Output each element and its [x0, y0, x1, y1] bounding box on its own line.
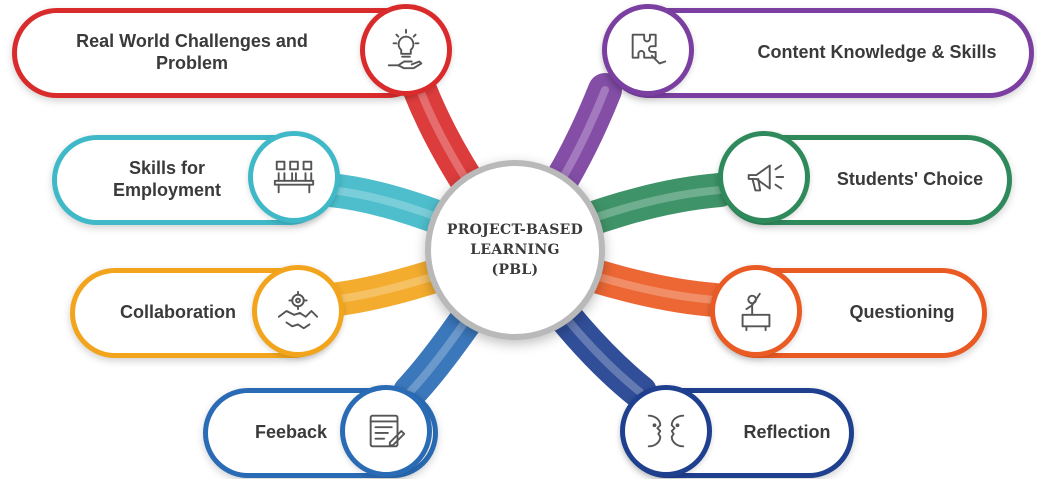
facing-faces-icon: [620, 385, 712, 477]
node-label-questioning: Questioning: [849, 302, 955, 323]
megaphone-icon: [718, 131, 810, 223]
hub-title: PROJECT-BASED LEARNING (PBL): [446, 221, 584, 279]
node-real-world: Real World Challenges and Problem: [12, 8, 432, 98]
lightbulb-hand-icon: [360, 4, 452, 96]
hub-circle: PROJECT-BASED LEARNING (PBL): [425, 160, 605, 340]
node-label-content-knowledge: Content Knowledge & Skills: [757, 42, 997, 63]
team-meeting-icon: [248, 131, 340, 223]
raised-hand-student-icon: [710, 265, 802, 357]
node-label-skills-employment: Skills for Employment: [112, 158, 222, 200]
node-label-students-choice: Students' Choice: [836, 169, 984, 190]
node-label-collaboration: Collaboration: [120, 302, 236, 323]
feedback-form-icon: [340, 385, 432, 477]
node-label-feedback: Feeback: [254, 422, 328, 443]
handshake-gear-icon: [252, 265, 344, 357]
puzzle-pieces-icon: [602, 4, 694, 96]
node-label-real-world: Real World Challenges and Problem: [76, 31, 308, 73]
node-label-reflection: Reflection: [743, 422, 831, 443]
